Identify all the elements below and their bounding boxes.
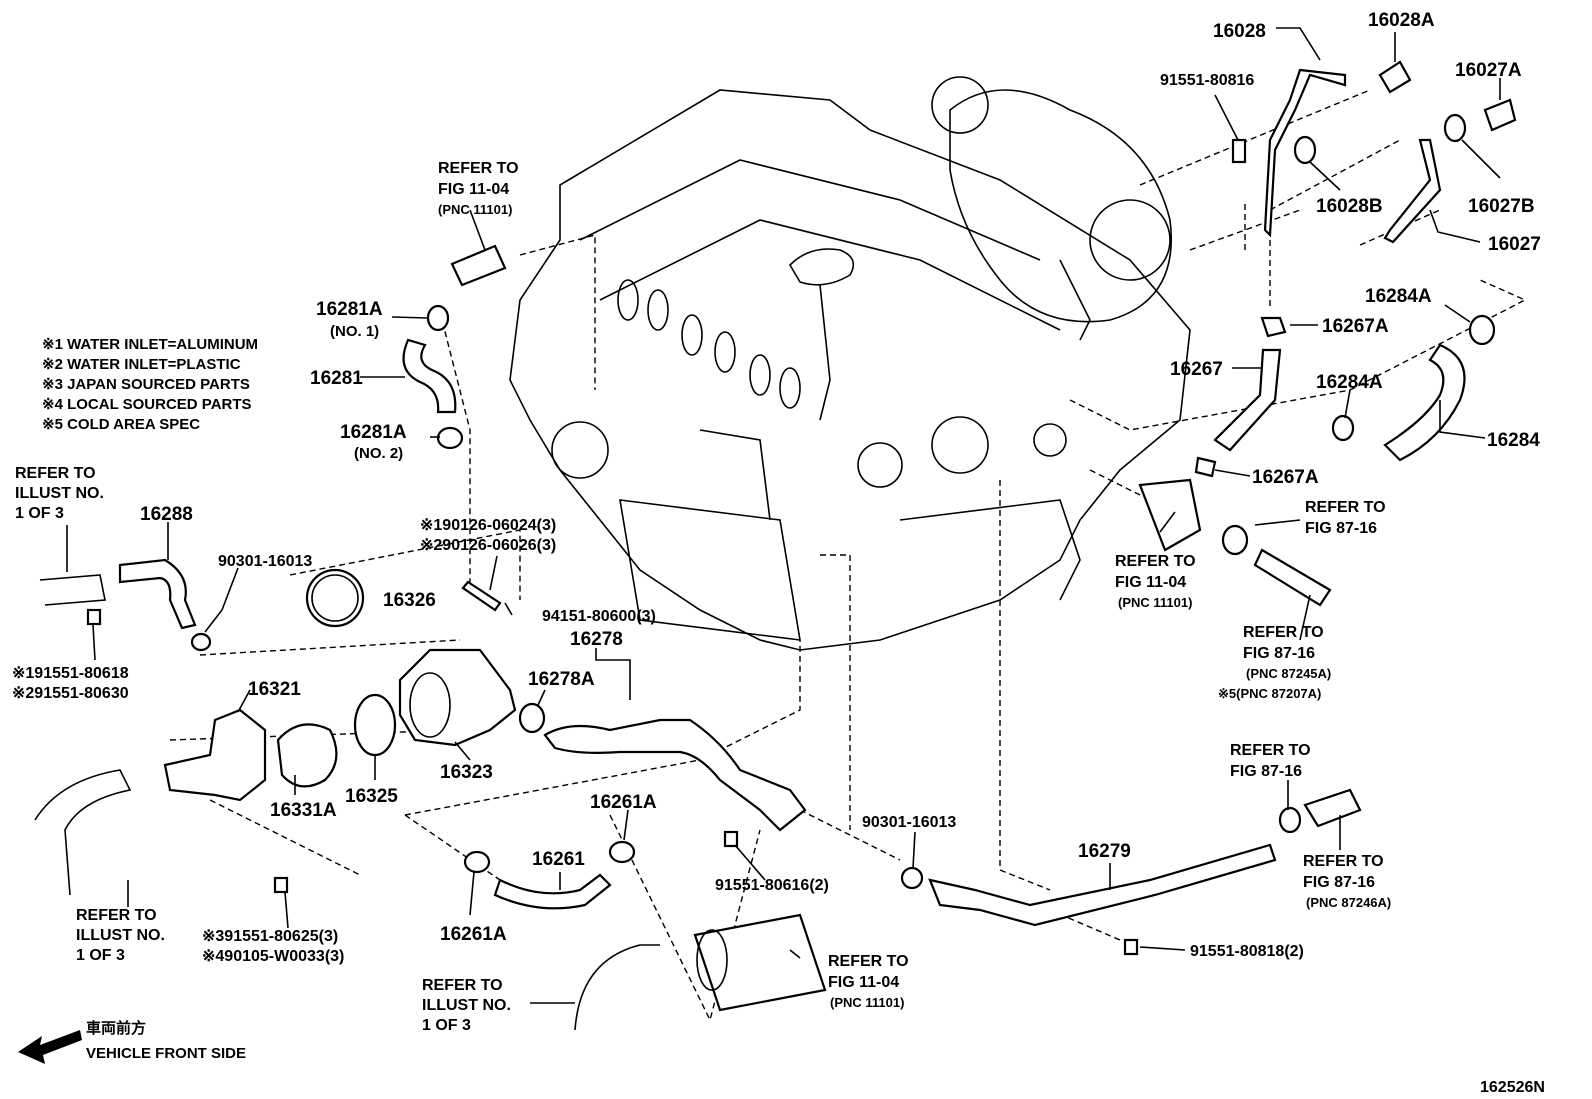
svg-text:FIG 11-04: FIG 11-04 (438, 181, 509, 198)
label-16278A: 16278A (528, 669, 595, 690)
label-16323: 16323 (440, 762, 493, 783)
svg-text:REFER TO: REFER TO (422, 977, 503, 994)
ref-top-fig-11-04: REFER TO FIG 11-04 (PNC 11101) (438, 160, 519, 217)
label-16281A-no1-note: (NO. 1) (330, 323, 379, 340)
label-291551-80630: ※291551-80630 (12, 685, 129, 702)
label-91551-80616: 91551-80616(2) (715, 877, 829, 894)
label-16284: 16284 (1487, 430, 1540, 451)
svg-text:REFER TO: REFER TO (1305, 499, 1386, 516)
label-16027: 16027 (1488, 234, 1541, 255)
label-16027B: 16027B (1468, 196, 1535, 217)
svg-text:FIG 87-16: FIG 87-16 (1243, 645, 1315, 662)
label-16027A: 16027A (1455, 60, 1522, 81)
front-arrow-icon (18, 1030, 82, 1064)
svg-text:※5(PNC 87207A): ※5(PNC 87207A) (1218, 686, 1321, 701)
ref-left-illust: REFER TO ILLUST NO. 1 OF 3 (15, 465, 104, 522)
ref-bottom-center-illust: REFER TO ILLUST NO. 1 OF 3 (422, 977, 511, 1034)
front-label-jp: 車両前方 (86, 1019, 146, 1037)
label-16028: 16028 (1213, 21, 1266, 42)
label-391551-80625: ※391551-80625(3) (202, 928, 338, 945)
notes-block: ※1 WATER INLET=ALUMINUM ※2 WATER INLET=P… (42, 336, 258, 433)
svg-text:1 OF 3: 1 OF 3 (76, 947, 125, 964)
ref-bottom-left-illust: REFER TO ILLUST NO. 1 OF 3 (76, 907, 165, 964)
label-16331A: 16331A (270, 800, 337, 821)
svg-text:(PNC 87246A): (PNC 87246A) (1306, 895, 1391, 910)
svg-text:ILLUST NO.: ILLUST NO. (76, 927, 165, 944)
note-1: ※1 WATER INLET=ALUMINUM (42, 336, 258, 353)
svg-text:REFER TO: REFER TO (1115, 553, 1196, 570)
label-16267A-bot: 16267A (1252, 467, 1319, 488)
figure-code: 162526N (1480, 1079, 1545, 1096)
label-16261A-top: 16261A (590, 792, 657, 813)
reference-labels: REFER TO FIG 11-04 (PNC 11101) REFER TO … (15, 160, 1391, 1034)
svg-text:REFER TO: REFER TO (828, 953, 909, 970)
svg-text:FIG 87-16: FIG 87-16 (1305, 520, 1377, 537)
label-16281A-no2: 16281A (340, 422, 407, 443)
label-16028B: 16028B (1316, 196, 1383, 217)
ref-fig-87-16-c: REFER TO FIG 87-16 (1230, 742, 1311, 780)
svg-text:(PNC 11101): (PNC 11101) (438, 202, 512, 217)
label-290126: ※290126-06026(3) (420, 537, 556, 554)
label-91551-80816: 91551-80816 (1160, 72, 1254, 89)
parts-shapes (34, 60, 1517, 1031)
label-16288: 16288 (140, 504, 193, 525)
note-2: ※2 WATER INLET=PLASTIC (42, 356, 241, 373)
label-16284A-mid: 16284A (1316, 372, 1383, 393)
label-16278: 16278 (570, 629, 623, 650)
front-label-en: VEHICLE FRONT SIDE (86, 1045, 246, 1062)
leader-lines (66, 27, 1501, 1004)
svg-text:(PNC 87245A): (PNC 87245A) (1246, 666, 1331, 681)
vehicle-front-indicator: 車両前方 VEHICLE FRONT SIDE (18, 1019, 246, 1064)
ref-fig-87-16-b: REFER TO FIG 87-16 (PNC 87245A) ※5(PNC 8… (1218, 624, 1331, 701)
svg-text:REFER TO: REFER TO (76, 907, 157, 924)
label-16267A-top: 16267A (1322, 316, 1389, 337)
svg-text:ILLUST NO.: ILLUST NO. (422, 997, 511, 1014)
ref-bottom-fig-11-04: REFER TO FIG 11-04 (PNC 11101) (828, 953, 909, 1010)
label-16281A-no2-note: (NO. 2) (354, 445, 403, 462)
part-labels: 16028 16028A 16027A 16027B 16028B 16027 … (12, 10, 1541, 965)
note-4: ※4 LOCAL SOURCED PARTS (42, 396, 252, 413)
svg-text:REFER TO: REFER TO (1230, 742, 1311, 759)
svg-text:(PNC 11101): (PNC 11101) (1118, 595, 1192, 610)
svg-text:FIG 87-16: FIG 87-16 (1230, 763, 1302, 780)
ref-mid-fig-11-04: REFER TO FIG 11-04 (PNC 11101) (1115, 553, 1196, 610)
svg-text:REFER TO: REFER TO (1303, 853, 1384, 870)
label-16279: 16279 (1078, 841, 1131, 862)
label-16281: 16281 (310, 368, 363, 389)
label-16284A-top: 16284A (1365, 286, 1432, 307)
engine-block-drawing (509, 76, 1191, 651)
ref-fig-87-16-a: REFER TO FIG 87-16 (1305, 499, 1386, 537)
svg-text:FIG 11-04: FIG 11-04 (828, 974, 899, 991)
svg-text:FIG 87-16: FIG 87-16 (1303, 874, 1375, 891)
svg-text:1 OF 3: 1 OF 3 (422, 1017, 471, 1034)
svg-text:REFER TO: REFER TO (438, 160, 519, 177)
label-16281A-no1: 16281A (316, 299, 383, 320)
svg-text:1 OF 3: 1 OF 3 (15, 505, 64, 522)
label-490105-W0033: ※490105-W0033(3) (202, 948, 344, 965)
ref-fig-87-16-d: REFER TO FIG 87-16 (PNC 87246A) (1303, 853, 1391, 910)
label-91551-80818: 91551-80818(2) (1190, 943, 1304, 960)
label-190126: ※190126-06024(3) (420, 517, 556, 534)
label-90301-16013-b: 90301-16013 (862, 814, 956, 831)
label-16028A: 16028A (1368, 10, 1435, 31)
note-5: ※5 COLD AREA SPEC (42, 416, 200, 433)
note-3: ※3 JAPAN SOURCED PARTS (42, 376, 250, 393)
label-16267: 16267 (1170, 359, 1223, 380)
svg-text:REFER TO: REFER TO (1243, 624, 1324, 641)
label-16325: 16325 (345, 786, 398, 807)
svg-text:(PNC 11101): (PNC 11101) (830, 995, 904, 1010)
label-90301-16013-a: 90301-16013 (218, 553, 312, 570)
label-94151-80600: 94151-80600(3) (542, 608, 656, 625)
label-16321: 16321 (248, 679, 301, 700)
label-16261: 16261 (532, 849, 585, 870)
svg-text:ILLUST NO.: ILLUST NO. (15, 485, 104, 502)
svg-text:REFER TO: REFER TO (15, 465, 96, 482)
label-191551-80618: ※191551-80618 (12, 665, 129, 682)
label-16326: 16326 (383, 590, 436, 611)
label-16261A-bot: 16261A (440, 924, 507, 945)
svg-text:FIG 11-04: FIG 11-04 (1115, 574, 1186, 591)
